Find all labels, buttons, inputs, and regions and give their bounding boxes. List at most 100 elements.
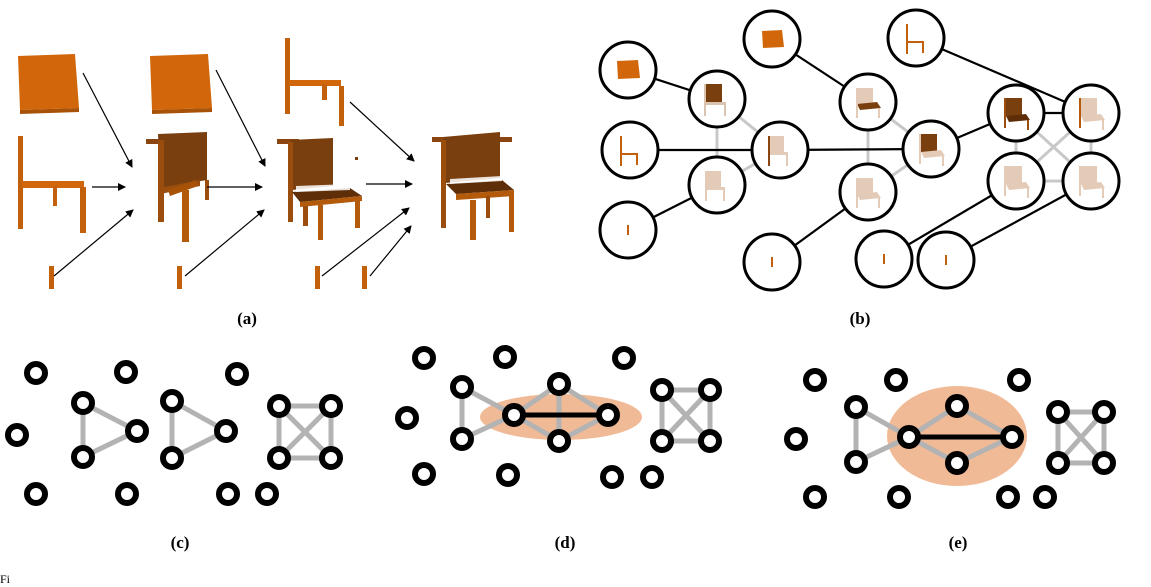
back-part-3 xyxy=(285,38,344,126)
seat-part-1 xyxy=(18,54,79,114)
graph-node xyxy=(1046,451,1070,475)
chair-thumbnail xyxy=(856,88,881,118)
chair-thumbnail xyxy=(705,171,725,201)
graph-node xyxy=(784,427,808,451)
back-thumbnail xyxy=(906,24,924,54)
graph-node xyxy=(496,463,520,487)
graph-node xyxy=(5,423,29,447)
graph-node xyxy=(24,361,48,385)
graph-node xyxy=(803,485,827,509)
chair-thumbnail xyxy=(919,134,945,166)
graph-node xyxy=(596,403,620,427)
graph-node xyxy=(945,394,969,418)
arrow xyxy=(369,225,412,277)
graph-node xyxy=(803,368,827,392)
graph-node xyxy=(160,389,184,413)
graph-node xyxy=(1092,400,1116,424)
panel-d-graph xyxy=(395,345,722,489)
grey-edges xyxy=(80,398,334,461)
graph-node xyxy=(160,446,184,470)
seat-thumbnail xyxy=(762,30,784,48)
chair-thumbnail xyxy=(704,84,726,116)
graph-node xyxy=(125,419,149,443)
graph-node xyxy=(267,394,291,418)
rings xyxy=(5,360,343,506)
leg-thumbnail xyxy=(945,255,947,265)
leg-part-2 xyxy=(177,266,182,289)
graph-node xyxy=(24,482,48,506)
panel-c-graph xyxy=(5,360,343,506)
graph-node xyxy=(547,372,571,396)
caption-a: (a) xyxy=(237,309,257,328)
assembled-chair xyxy=(432,132,514,240)
arrow xyxy=(349,101,415,162)
chair-thumbnail xyxy=(856,178,881,208)
graph-node xyxy=(1092,451,1116,475)
panel-a-assembly xyxy=(18,38,514,289)
graph-node xyxy=(115,482,139,506)
graph-node xyxy=(412,346,436,370)
chair-thumbnail xyxy=(768,136,788,166)
figure-label-stub: Fi xyxy=(0,572,11,586)
graph-node xyxy=(698,378,722,402)
leg-thumbnail xyxy=(883,254,885,264)
arrow xyxy=(82,72,133,168)
graph-node xyxy=(255,482,279,506)
graph-node xyxy=(1000,425,1024,449)
graph-node xyxy=(650,429,674,453)
graph-node xyxy=(887,485,911,509)
graph-node xyxy=(844,395,868,419)
caption-b: (b) xyxy=(849,309,871,328)
graph-node xyxy=(71,445,95,469)
leg-part-3 xyxy=(315,266,320,289)
graph-node xyxy=(216,482,240,506)
graph-node xyxy=(698,429,722,453)
partial-chair-1 xyxy=(146,132,209,242)
graph-node xyxy=(650,378,674,402)
graph-node xyxy=(897,425,921,449)
graph-node xyxy=(945,451,969,475)
chair-thumbnail xyxy=(1079,166,1105,198)
graph-node xyxy=(1033,485,1057,509)
edge xyxy=(277,404,333,460)
arrow xyxy=(184,209,265,277)
arrow xyxy=(53,209,134,277)
chair-thumbnail xyxy=(1079,98,1105,130)
caption-d: (d) xyxy=(554,533,576,552)
side-frame-part xyxy=(18,136,86,233)
rings xyxy=(784,368,1116,509)
leg-thumbnail xyxy=(627,225,629,235)
chair-thumbnail xyxy=(1004,98,1030,130)
graph-node xyxy=(493,345,517,369)
graph-node xyxy=(225,362,249,386)
arrow xyxy=(321,207,410,277)
graph-node xyxy=(884,368,908,392)
seat-thumbnail xyxy=(617,60,640,79)
caption-e: (e) xyxy=(948,533,968,552)
graph-node xyxy=(450,427,474,451)
assembly-arrows xyxy=(53,69,415,277)
caption-c: (c) xyxy=(170,533,190,552)
graph-node xyxy=(547,429,571,453)
graph-node xyxy=(844,450,868,474)
graph-node xyxy=(214,419,238,443)
black-edges xyxy=(627,36,1092,263)
graph-node xyxy=(1007,368,1031,392)
leg-part-1 xyxy=(49,266,54,289)
graph-node xyxy=(600,465,624,489)
graph-node xyxy=(886,8,946,68)
partial-chair-2 xyxy=(277,138,362,240)
graph-node xyxy=(319,394,343,418)
edge xyxy=(915,36,1092,115)
back-thumbnail xyxy=(620,136,638,166)
graph-node xyxy=(114,360,138,384)
graph-node xyxy=(1046,400,1070,424)
graph-node xyxy=(319,446,343,470)
graph-node xyxy=(395,406,419,430)
graph-node xyxy=(600,120,660,180)
graph-node xyxy=(450,375,474,399)
arrow xyxy=(215,69,266,167)
graph-node xyxy=(502,403,526,427)
chair-thumbnail xyxy=(1004,166,1030,198)
